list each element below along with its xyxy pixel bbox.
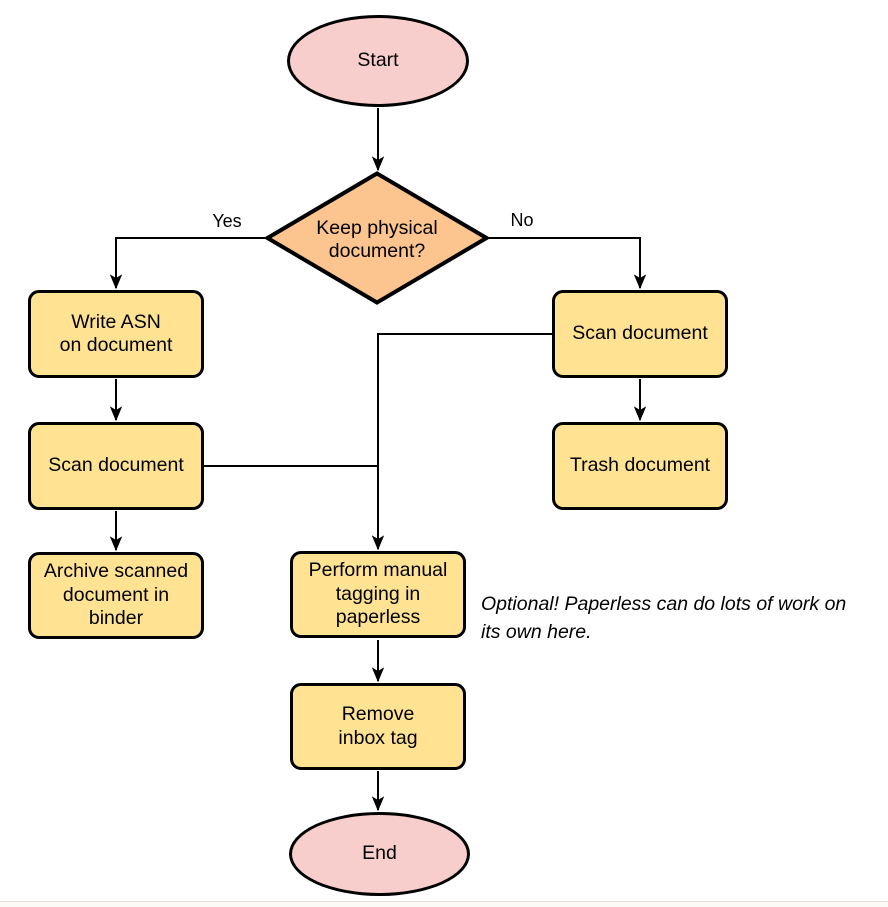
node-decision: Keep physical document?	[265, 171, 489, 305]
node-write-asn: Write ASN on document	[28, 290, 204, 378]
node-scan-document-right: Scan document	[552, 290, 728, 378]
edge-label-yes: Yes	[205, 211, 249, 231]
node-scan-document-left: Scan document	[28, 422, 204, 510]
page-bottom-divider	[0, 901, 888, 902]
decision-diamond-shape	[265, 171, 489, 305]
node-archive-binder: Archive scanned document in binder	[28, 552, 204, 639]
node-remove-inbox-tag: Remove inbox tag	[290, 683, 466, 770]
node-end: End	[289, 812, 470, 896]
node-perform-tagging: Perform manual tagging in paperless	[290, 551, 466, 638]
note-optional: Optional! Paperless can do lots of work …	[481, 593, 847, 643]
node-start: Start	[287, 15, 469, 107]
edge-label-no: No	[500, 210, 544, 230]
page-bottom-strip	[0, 902, 888, 907]
edge-decision-no-to-scan-right	[488, 237, 647, 290]
node-trash-document: Trash document	[552, 422, 728, 510]
decision-label: Keep physical document?	[316, 216, 438, 263]
edge-decision-yes-to-write-asn	[109, 237, 266, 290]
edge-scan-right-to-perform-tagging	[371, 333, 552, 551]
